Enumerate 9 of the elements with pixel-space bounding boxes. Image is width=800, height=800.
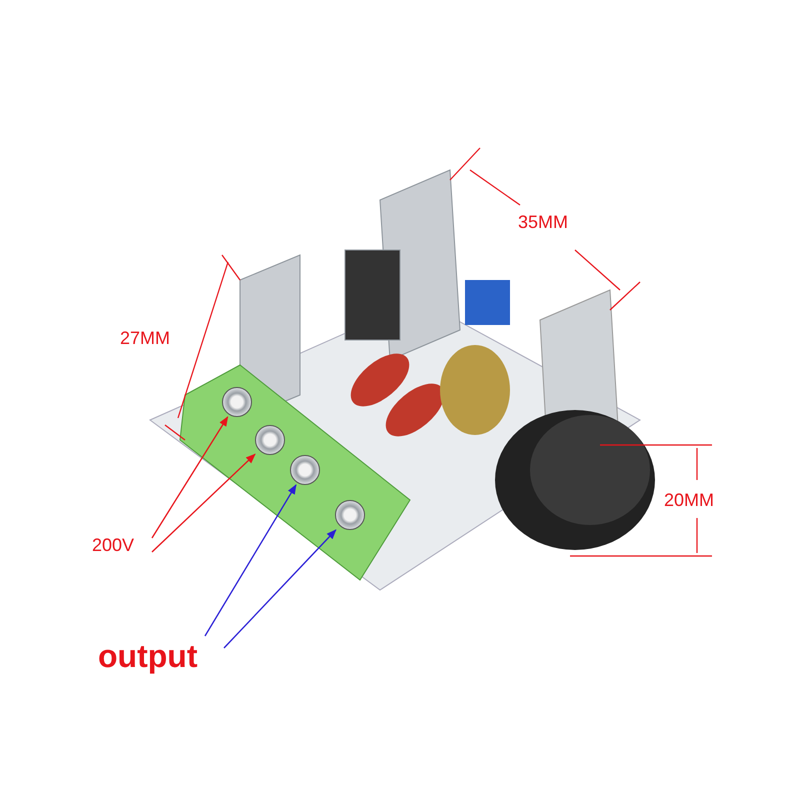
leader-arrow xyxy=(204,484,297,636)
dimension-label: 27MM xyxy=(120,328,170,349)
callout-text: 200V xyxy=(92,532,134,558)
callout-text: output xyxy=(98,636,198,676)
dimension-label: 20MM xyxy=(664,490,714,511)
leader-arrow xyxy=(152,454,256,552)
dimension-label: 35MM xyxy=(518,212,568,233)
leader-arrow xyxy=(224,529,336,648)
leader-arrow xyxy=(151,416,228,538)
